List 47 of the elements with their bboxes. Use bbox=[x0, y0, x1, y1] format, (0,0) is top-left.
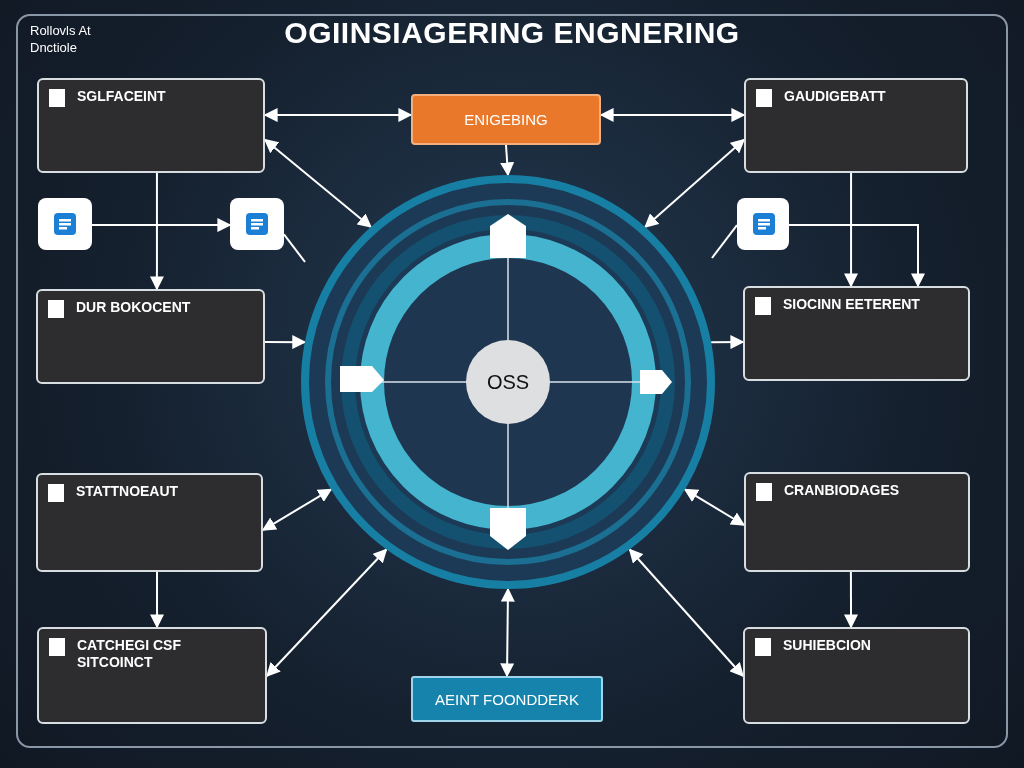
icon-tile bbox=[230, 198, 284, 250]
arrow bbox=[710, 335, 745, 350]
process-box bbox=[411, 676, 603, 722]
arrow bbox=[500, 144, 515, 177]
card-heading: STATTNOEAUT bbox=[76, 483, 180, 500]
note-text: Rollovls At Dnctiole bbox=[30, 22, 92, 56]
arrow bbox=[150, 571, 165, 629]
arrow bbox=[261, 488, 333, 531]
arrow bbox=[263, 107, 413, 123]
info-card bbox=[743, 286, 970, 381]
diagram-title: OGIINSIAGERING ENGNERING bbox=[283, 16, 741, 50]
arrow bbox=[264, 335, 307, 350]
card-heading: SUHIEBCION bbox=[783, 637, 872, 654]
info-card bbox=[37, 627, 267, 724]
card-heading: SGLFACEINT bbox=[77, 88, 167, 105]
card-heading: CATCHEGI CSF SITCOINCT bbox=[77, 637, 182, 671]
info-card bbox=[744, 472, 970, 572]
icon-tile bbox=[737, 198, 789, 250]
arrow bbox=[683, 488, 746, 526]
arrow bbox=[844, 571, 858, 629]
arrow bbox=[149, 172, 164, 291]
arrow bbox=[628, 548, 744, 678]
card-heading: DUR BOKOCENT bbox=[76, 299, 192, 316]
arrow bbox=[788, 224, 925, 288]
card-heading: GAUDIGEBATT bbox=[784, 88, 887, 105]
info-card bbox=[37, 78, 265, 173]
card-heading: CRANBIODAGES bbox=[784, 482, 901, 499]
box-label: AEINT FOONDDERK bbox=[435, 690, 579, 708]
arrow bbox=[500, 587, 515, 678]
arrow bbox=[263, 138, 372, 228]
box-label: ENIGEBING bbox=[464, 111, 548, 128]
process-box bbox=[411, 94, 601, 145]
connector-line bbox=[711, 224, 738, 259]
info-card bbox=[744, 78, 968, 173]
arrow bbox=[266, 548, 388, 677]
info-card bbox=[36, 473, 263, 572]
ring-drawing bbox=[300, 174, 716, 590]
icon-tile bbox=[38, 198, 92, 250]
connector-line bbox=[283, 233, 306, 263]
info-card bbox=[743, 627, 970, 724]
arrow bbox=[599, 107, 746, 123]
arrow bbox=[644, 138, 746, 228]
arrow bbox=[91, 218, 232, 233]
card-heading: SIOCINN EETERENT bbox=[783, 296, 921, 313]
arrow bbox=[844, 172, 859, 288]
info-card bbox=[36, 289, 265, 384]
circle-label: OSS bbox=[486, 370, 530, 394]
